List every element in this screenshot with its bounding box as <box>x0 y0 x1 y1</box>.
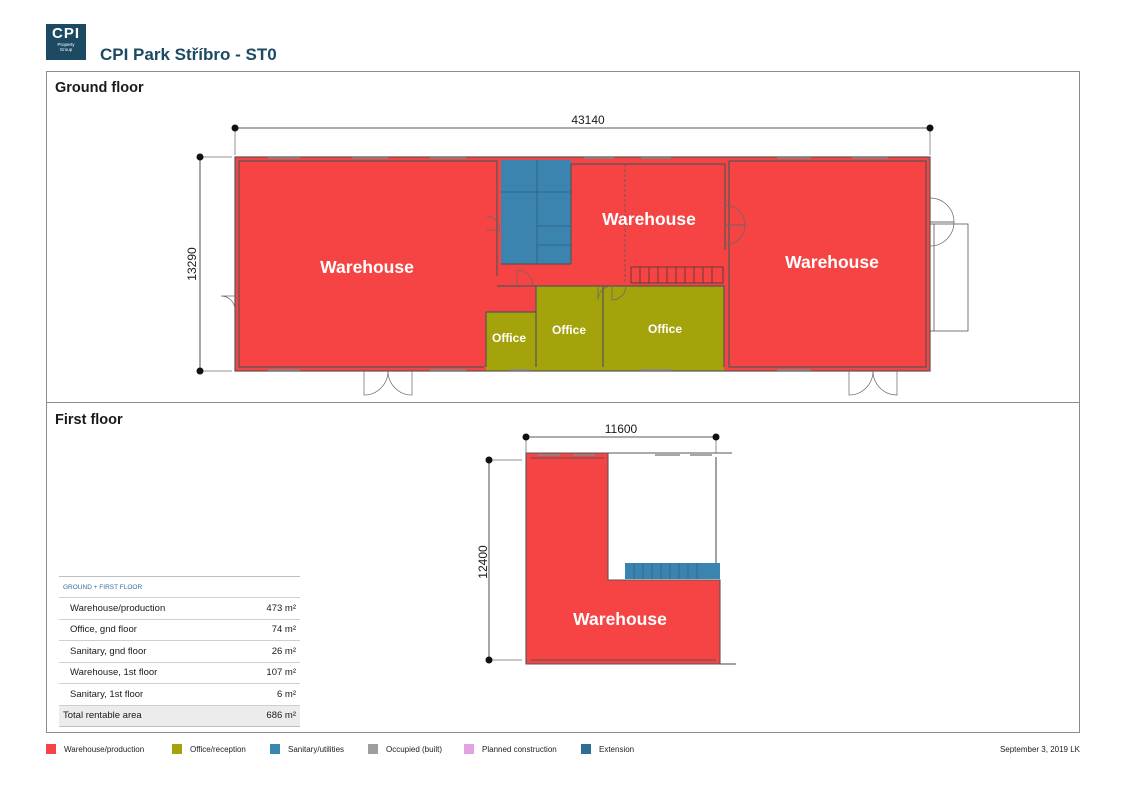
first-width-dimension <box>522 433 720 453</box>
room-label-warehouse-right: Warehouse <box>785 252 879 272</box>
legend-swatch <box>464 744 474 754</box>
legend-swatch <box>172 744 182 754</box>
area-row-value: 473 m² <box>242 597 300 620</box>
ground-floor-heading: Ground floor <box>55 80 144 96</box>
logo-line2: Group <box>59 47 73 52</box>
footer-date: September 3, 2019 LK <box>999 745 1080 754</box>
room-label-first-floor-warehouse: Warehouse <box>573 609 667 629</box>
office-room-3 <box>603 286 724 371</box>
legend-label: Extension <box>599 744 635 754</box>
ground-height-dimension <box>196 153 232 375</box>
legend-label: Office/reception <box>190 744 246 754</box>
legend-item: Occupied (built) <box>368 744 442 754</box>
ground-height-label: 13290 <box>185 247 199 281</box>
logo-brand: CPI <box>51 25 80 42</box>
office-room-2 <box>536 286 603 371</box>
ground-staircase <box>630 266 724 284</box>
table-row: Sanitary, 1st floor 6 m² <box>59 683 300 706</box>
logo-line1: Property <box>57 42 75 47</box>
first-floor-sanitary-stair <box>625 563 720 579</box>
legend-item: Office/reception <box>172 744 246 754</box>
loading-canopy <box>929 223 969 332</box>
legend-label: Occupied (built) <box>386 744 443 754</box>
area-row-name: Warehouse, 1st floor <box>59 662 243 684</box>
room-label-office-2: Office <box>552 323 586 337</box>
area-summary-table: GROUND + FIRST FLOOR Warehouse/productio… <box>59 576 300 727</box>
office-room-1 <box>486 312 536 371</box>
room-label-warehouse-center: Warehouse <box>602 209 696 229</box>
legend-swatch <box>368 744 378 754</box>
area-table-header: GROUND + FIRST FLOOR <box>59 576 300 598</box>
table-row: Sanitary, gnd floor 26 m² <box>59 640 300 663</box>
first-floor-warehouse <box>526 453 720 664</box>
sanitary-block <box>501 160 571 264</box>
area-row-value: 6 m² <box>242 683 300 706</box>
area-total-row: Total rentable area 686 m² <box>59 705 300 727</box>
first-floor-walls <box>525 452 736 665</box>
legend-label: Planned construction <box>482 744 557 754</box>
legend-item: Extension <box>581 744 634 754</box>
room-label-warehouse-left: Warehouse <box>320 257 414 277</box>
legend-swatch <box>270 744 280 754</box>
area-total-value: 686 m² <box>242 705 300 727</box>
legend-swatch <box>581 744 591 754</box>
color-legend: Warehouse/production Office/reception Sa… <box>46 744 686 756</box>
area-table-header-label: GROUND + FIRST FLOOR <box>59 576 300 598</box>
area-row-value: 26 m² <box>242 640 300 663</box>
sanitary-partitions <box>501 160 571 264</box>
ground-windows <box>268 157 888 371</box>
ground-width-dimension <box>231 124 934 155</box>
legend-item: Planned construction <box>464 744 557 754</box>
page-title: CPI Park Stříbro - ST0 <box>100 45 277 64</box>
area-row-name: Warehouse/production <box>59 597 243 620</box>
floor-divider <box>46 402 1080 403</box>
area-total-name: Total rentable area <box>59 705 243 727</box>
first-height-dimension <box>485 456 522 664</box>
room-label-office-3: Office <box>648 322 682 336</box>
first-floor-stair-lines <box>633 563 698 579</box>
legend-item: Sanitary/utilities <box>270 744 344 754</box>
first-width-label: 11600 <box>605 422 638 436</box>
room-label-office-1: Office <box>492 331 526 345</box>
table-row: Office, gnd floor 74 m² <box>59 619 300 641</box>
ground-doors <box>220 197 955 396</box>
first-height-label: 12400 <box>476 545 490 579</box>
area-row-name: Sanitary, gnd floor <box>59 640 243 663</box>
first-floor-heading: First floor <box>55 412 123 428</box>
legend-item: Warehouse/production <box>46 744 144 754</box>
table-row: Warehouse/production 473 m² <box>59 597 300 620</box>
legend-label: Sanitary/utilities <box>288 744 345 754</box>
table-row: Warehouse, 1st floor 107 m² <box>59 662 300 684</box>
area-row-value: 74 m² <box>242 619 300 641</box>
area-row-name: Sanitary, 1st floor <box>59 683 243 706</box>
legend-label: Warehouse/production <box>64 744 145 754</box>
cpi-logo: CPI Property Group <box>46 24 86 60</box>
ground-width-label: 43140 <box>571 113 605 127</box>
legend-swatch <box>46 744 56 754</box>
area-row-value: 107 m² <box>242 662 300 684</box>
area-row-name: Office, gnd floor <box>59 619 243 641</box>
